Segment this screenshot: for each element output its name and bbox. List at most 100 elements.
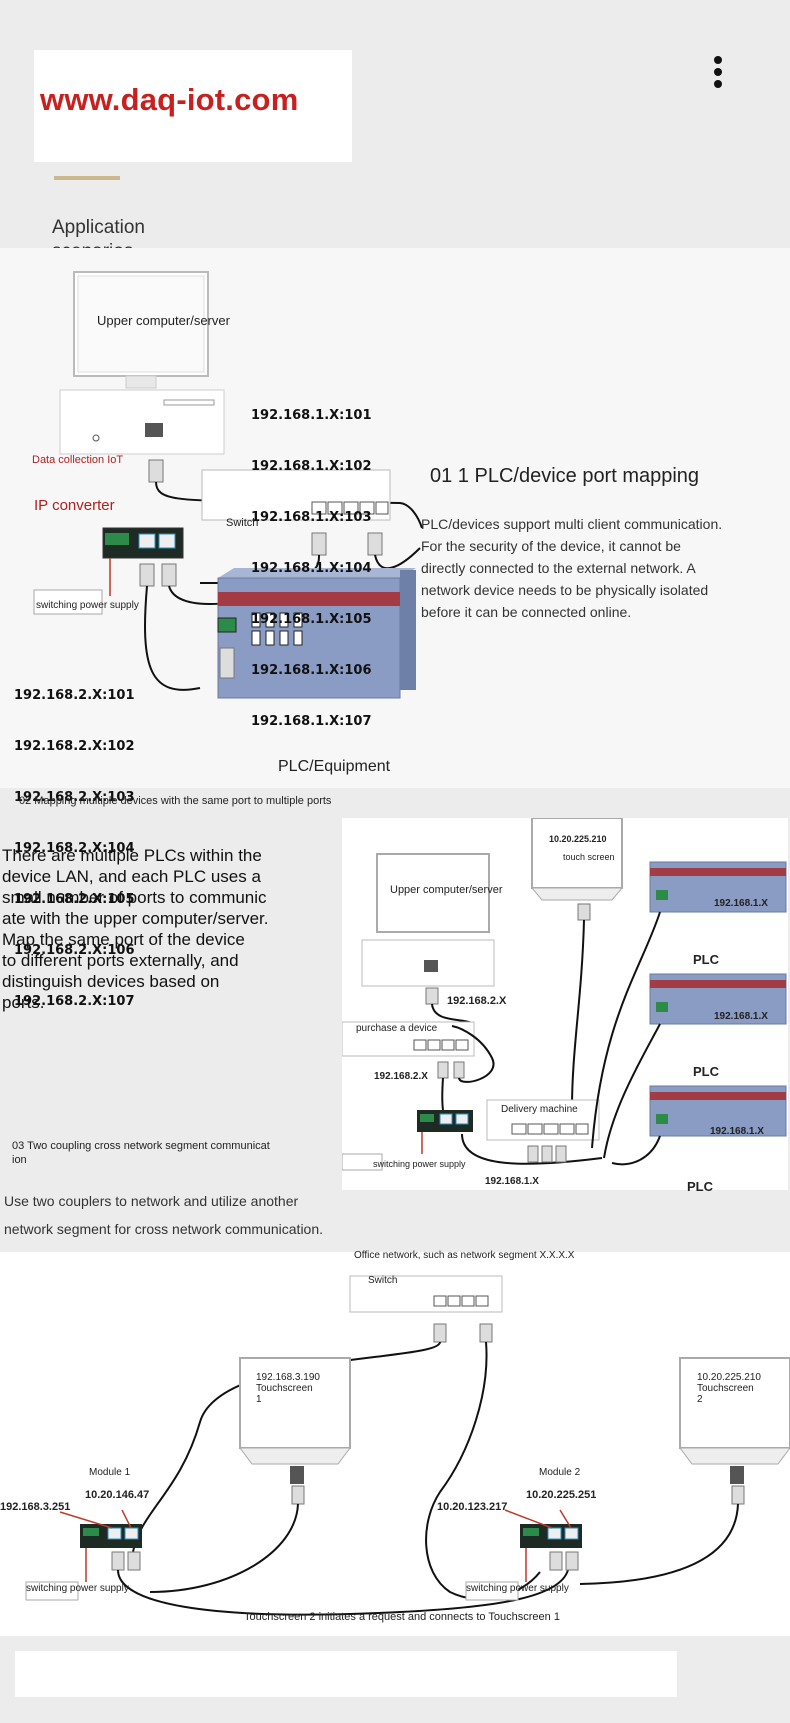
desc-line: network device needs to be physically is… (421, 582, 709, 598)
scene1-heading: 01 1 PLC/device port mapping (430, 465, 700, 487)
power-supply-icon (465, 1581, 519, 1601)
power-supply-label: switching power supply (36, 600, 139, 611)
power-supply-icon (33, 589, 103, 615)
desc-line: ports. (2, 993, 45, 1012)
desc-line: Map the same port of the device (2, 930, 245, 949)
switch-label: Switch (368, 1275, 398, 1286)
plc-ip-label: 192.168.1.X (714, 1011, 768, 1022)
power-supply-icon (342, 1153, 383, 1171)
port-item: 192.168.2.X:101 (14, 688, 135, 703)
scene3-description: Use two couplers to network and utilize … (4, 1187, 323, 1243)
ts1-num: 1 (256, 1394, 262, 1405)
plc-icon (649, 861, 787, 913)
port-item: 192.168.1.X:105 (251, 612, 372, 627)
m2-right-ip: 10.20.225.251 (526, 1489, 597, 1501)
scene1-description: PLC/devices support multi client communi… (421, 513, 722, 623)
delivery-label: Delivery machine (501, 1104, 578, 1115)
ts2-name: Touchscreen (697, 1383, 754, 1394)
scene2-diagram (342, 818, 787, 1171)
port-item: 192.168.1.X:104 (251, 561, 372, 576)
plc-label: PLC (687, 1179, 713, 1194)
heading-line: 03 Two coupling cross network segment co… (12, 1140, 270, 1152)
port-item: 192.168.2.X:104 (14, 841, 135, 856)
data-collection-label: Data collection IoT (32, 454, 124, 466)
port-item: 192.168.1.X:103 (251, 510, 372, 525)
ip-1x-label: 192.168.1.X (485, 1176, 539, 1187)
desc-line: directly connected to the external netwo… (421, 560, 696, 576)
plc-icon (649, 973, 787, 1025)
upper-computer-label: Upper computer/server (390, 884, 503, 896)
port-item: 192.168.1.X:101 (251, 408, 372, 423)
m2-left-ip: 10.20.123.217 (437, 1501, 508, 1513)
more-vert-icon[interactable] (709, 56, 727, 90)
port-item: 192.168.2.X:102 (14, 739, 135, 754)
desc-line: PLC/devices support multi client communi… (421, 516, 723, 532)
desc-line: Use two couplers to network and utilize … (4, 1193, 299, 1209)
port-item: 192.168.2.X:105 (14, 892, 135, 907)
port-item: 192.168.1.X:106 (251, 663, 372, 678)
port-item: 192.168.1.X:102 (251, 459, 372, 474)
plc-equipment-label: PLC/Equipment (278, 758, 391, 775)
purchase-label: purchase a device (356, 1023, 438, 1034)
power-supply-icon (25, 1581, 79, 1601)
port-item: 192.168.1.X:107 (251, 714, 372, 729)
module1-label: Module 1 (89, 1467, 131, 1478)
port-item: 192.168.2.X:106 (14, 943, 135, 958)
section-title-line1: Application (52, 217, 145, 238)
desc-line: network segment for cross network commun… (4, 1221, 324, 1237)
scene1-diagram (33, 271, 423, 699)
desc-line: before it can be connected online. (421, 604, 632, 620)
port-item: 192.168.2.X:107 (14, 994, 135, 1009)
port-item: 192.168.2.X:103 (14, 790, 135, 805)
logo-text: www.daq-iot.com (40, 82, 299, 117)
power-supply-label: switching power supply (373, 1159, 466, 1169)
switch-label: Switch (226, 517, 259, 529)
power-supply-label: switching power supply (26, 1583, 129, 1594)
desc-line: to different ports externally, and (2, 951, 239, 970)
ip-2x-label-b: 192.168.2.X (374, 1071, 428, 1082)
scene3-caption: Touchscreen 2 initiates a request and co… (244, 1611, 560, 1623)
footer-box (15, 1651, 677, 1697)
monitor-icon (376, 853, 490, 933)
touch-ip-label: 10.20.225.210 (549, 834, 607, 844)
plc-ip-label: 192.168.1.X (714, 898, 768, 909)
plc-ip-label: 192.168.1.X (710, 1126, 764, 1137)
desc-line: distinguish devices based on (2, 972, 220, 991)
desc-line: small number of ports to communic (2, 888, 267, 907)
ts1-ip: 192.168.3.190 (256, 1372, 320, 1383)
scene2-description: There are multiple PLCs within the devic… (2, 845, 268, 1013)
plc-label: PLC (693, 952, 719, 967)
port-list-bottom: 192.168.2.X:101 192.168.2.X:102 192.168.… (14, 653, 135, 1027)
plc-icon (649, 1085, 787, 1137)
ip-2x-label: 192.168.2.X (447, 995, 507, 1007)
desc-line: For the security of the device, it canno… (421, 538, 681, 554)
ip-converter-label: IP converter (34, 497, 115, 514)
upper-computer-label: Upper computer/server (97, 313, 230, 328)
touchscreen-icon (679, 1357, 790, 1449)
logo-box (34, 50, 352, 162)
divider (54, 176, 120, 180)
touch-screen-label: touch screen (563, 852, 615, 862)
ts2-label: 10.20.225.210 Touchscreen 2 (697, 1372, 761, 1405)
m1-right-ip: 10.20.146.47 (85, 1489, 150, 1501)
heading-line: ion (12, 1154, 27, 1166)
switch-icon (201, 469, 391, 521)
scene3-diagram (25, 1275, 790, 1616)
desc-line: ate with the upper computer/server. (2, 909, 269, 928)
scene3-panel (0, 1252, 790, 1636)
desc-line: device LAN, and each PLC uses a (2, 867, 261, 886)
touchscreen-icon (239, 1357, 351, 1449)
port-list-top: 192.168.1.X:101 192.168.1.X:102 192.168.… (251, 373, 372, 747)
module2-label: Module 2 (539, 1467, 581, 1478)
m1-left-ip: 192.168.3.251 (0, 1501, 71, 1513)
office-label: Office network, such as network segment … (354, 1250, 575, 1261)
ts2-num: 2 (697, 1394, 703, 1405)
scene3-heading: 03 Two coupling cross network segment co… (12, 1139, 270, 1167)
desc-line: There are multiple PLCs within the (2, 846, 262, 865)
ts1-name: Touchscreen (256, 1383, 313, 1394)
scene2-heading: 02 Mapping multiple devices with the sam… (19, 795, 332, 807)
ts2-ip: 10.20.225.210 (697, 1372, 761, 1383)
power-supply-label: switching power supply (466, 1583, 569, 1594)
ts1-label: 192.168.3.190 Touchscreen 1 (256, 1372, 320, 1405)
plc-label: PLC (693, 1064, 719, 1079)
